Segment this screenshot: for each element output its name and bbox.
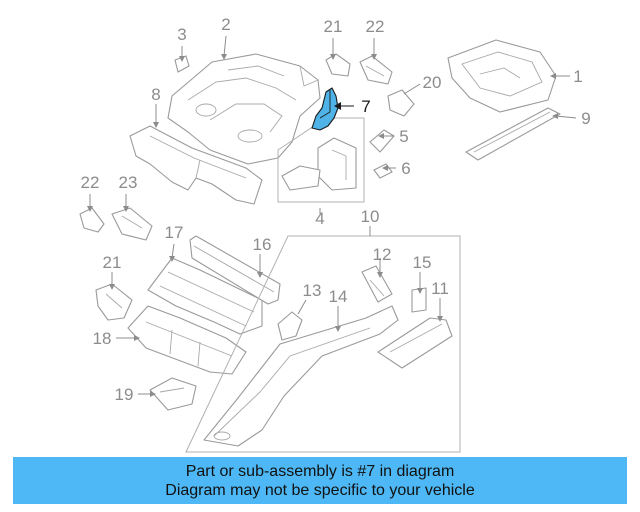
part-11-extension[interactable]	[377, 317, 453, 369]
callout-23: 23	[119, 173, 138, 192]
part-22-bracket-upper[interactable]	[359, 55, 393, 85]
part-5-bracket[interactable]	[369, 129, 395, 153]
callout-4: 4	[315, 209, 324, 228]
part-22-bracket-left[interactable]	[79, 207, 105, 233]
part-9-rail[interactable]	[465, 107, 561, 161]
part-8-crossmember[interactable]	[129, 125, 263, 205]
callout-11: 11	[431, 279, 449, 298]
callout-2: 2	[221, 15, 230, 34]
exploded-parts-diagram: 3 2 21 22 20 7 1 9 5 6 8 4 10 22 23 17 1…	[79, 15, 591, 453]
callout-13: 13	[303, 281, 322, 300]
part-20-bracket[interactable]	[387, 89, 415, 117]
part-6-bracket[interactable]	[373, 163, 393, 179]
callout-15: 15	[413, 253, 432, 272]
part-13-bracket[interactable]	[277, 311, 303, 341]
callout-22-top: 22	[366, 17, 385, 36]
leader-part-7	[334, 102, 354, 110]
part-info-banner: Part or sub-assembly is #7 in diagram Di…	[13, 457, 627, 504]
callout-21-top: 21	[324, 17, 343, 36]
part-23-bracket[interactable]	[111, 207, 153, 241]
callout-3: 3	[177, 25, 186, 44]
callout-7: 7	[361, 97, 370, 116]
part-10-assembly-outline	[185, 235, 461, 453]
part-18-side-sill[interactable]	[127, 305, 247, 375]
part-21-bracket-left[interactable]	[95, 283, 133, 321]
part-14-frame-rail[interactable]	[203, 305, 399, 447]
banner-line-part: Part or sub-assembly is #7 in diagram	[185, 462, 455, 480]
callout-17: 17	[165, 223, 184, 242]
callout-5: 5	[399, 127, 408, 146]
callout-12: 12	[373, 245, 392, 264]
part-19-plate[interactable]	[149, 377, 197, 411]
callout-8: 8	[151, 85, 160, 104]
part-4-assembly[interactable]	[281, 137, 357, 191]
callout-22-left: 22	[81, 173, 100, 192]
banner-line-disclaimer: Diagram may not be specific to your vehi…	[165, 481, 475, 499]
callout-labels: 3 2 21 22 20 7 1 9 5 6 8 4 10 22 23 17 1…	[81, 15, 591, 404]
leader-arrowheads	[87, 54, 558, 397]
callout-9: 9	[581, 109, 590, 128]
callout-20: 20	[423, 73, 442, 92]
callout-21-left: 21	[103, 253, 122, 272]
callout-19: 19	[115, 385, 134, 404]
part-16-rail[interactable]	[189, 235, 281, 305]
callout-18: 18	[93, 329, 112, 348]
callout-14: 14	[329, 287, 348, 306]
callout-10: 10	[361, 207, 380, 226]
part-2-rear-floor-pan[interactable]	[167, 53, 321, 165]
callout-1: 1	[573, 67, 582, 86]
part-1-spare-tire-tub[interactable]	[447, 39, 557, 113]
part-12-bracket[interactable]	[361, 265, 393, 303]
part-21-bracket-upper[interactable]	[325, 53, 351, 77]
part-7-highlighted[interactable]	[311, 87, 339, 131]
callout-6: 6	[401, 159, 410, 178]
part-17-floor-panel[interactable]	[147, 257, 263, 335]
callout-16: 16	[253, 235, 272, 254]
